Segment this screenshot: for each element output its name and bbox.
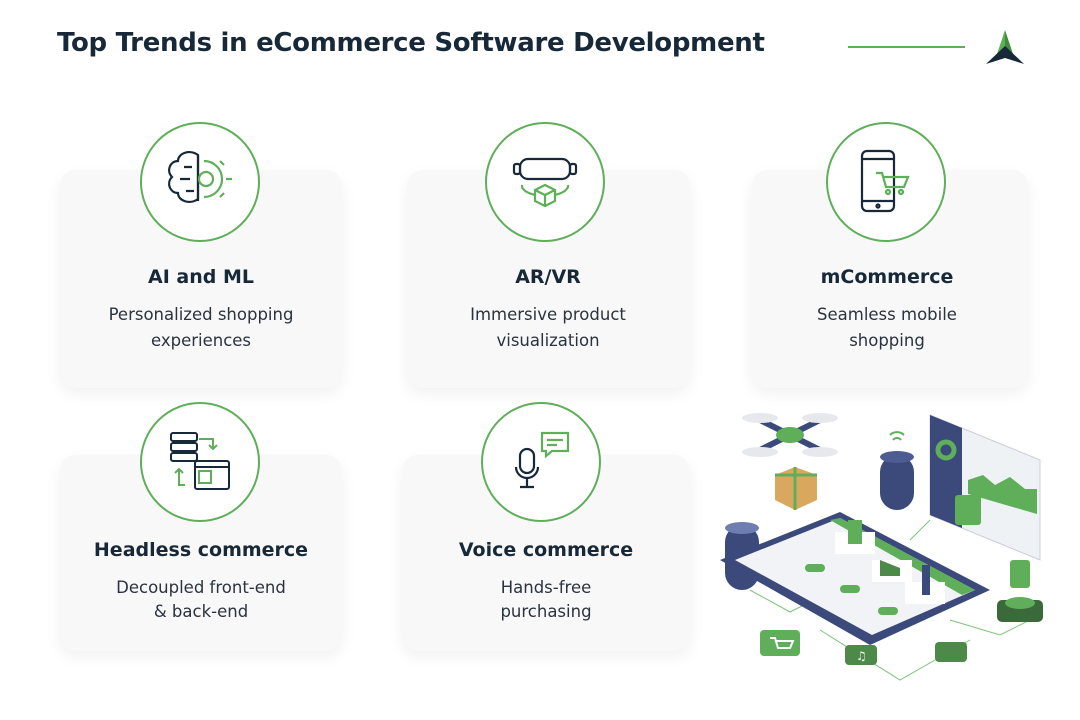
trend-desc: Decoupled front-end <box>116 578 286 597</box>
trend-desc: purchasing <box>500 602 592 621</box>
page-title: Top Trends in eCommerce Software Develop… <box>57 28 765 58</box>
trend-desc: & back-end <box>153 602 249 621</box>
tablet-icon <box>720 512 990 645</box>
server-browser-icon <box>140 402 260 522</box>
vr-headset-icon <box>485 122 605 242</box>
ecommerce-illustration: ♫ <box>720 413 1043 681</box>
svg-text:♫: ♫ <box>856 649 867 663</box>
trend-title: mCommerce <box>820 266 954 288</box>
dashboard-screen-icon <box>929 414 1041 561</box>
analytics-tile-icon <box>935 642 967 662</box>
title-divider <box>848 46 965 48</box>
trend-title: AR/VR <box>515 266 581 288</box>
brain-gear-icon <box>140 122 260 242</box>
trend-desc: visualization <box>496 331 600 350</box>
trend-desc: Hands-free <box>500 578 592 597</box>
logo-arrow-icon <box>986 30 1024 64</box>
trend-desc: Personalized shopping <box>108 305 294 324</box>
trend-desc: Immersive product <box>470 305 626 324</box>
trend-desc: Seamless mobile <box>817 305 957 324</box>
trend-title: AI and ML <box>148 266 254 288</box>
button-tile-icon <box>997 560 1043 622</box>
microphone-chat-icon <box>481 402 601 522</box>
trend-desc: experiences <box>150 331 252 350</box>
music-tile-icon: ♫ <box>845 645 877 665</box>
cart-tile-icon <box>760 630 800 656</box>
trend-desc: shopping <box>849 331 925 350</box>
trend-title: Voice commerce <box>458 539 634 561</box>
drone-icon <box>742 413 838 510</box>
trend-title: Headless commerce <box>93 539 309 561</box>
mobile-cart-icon <box>826 122 946 242</box>
